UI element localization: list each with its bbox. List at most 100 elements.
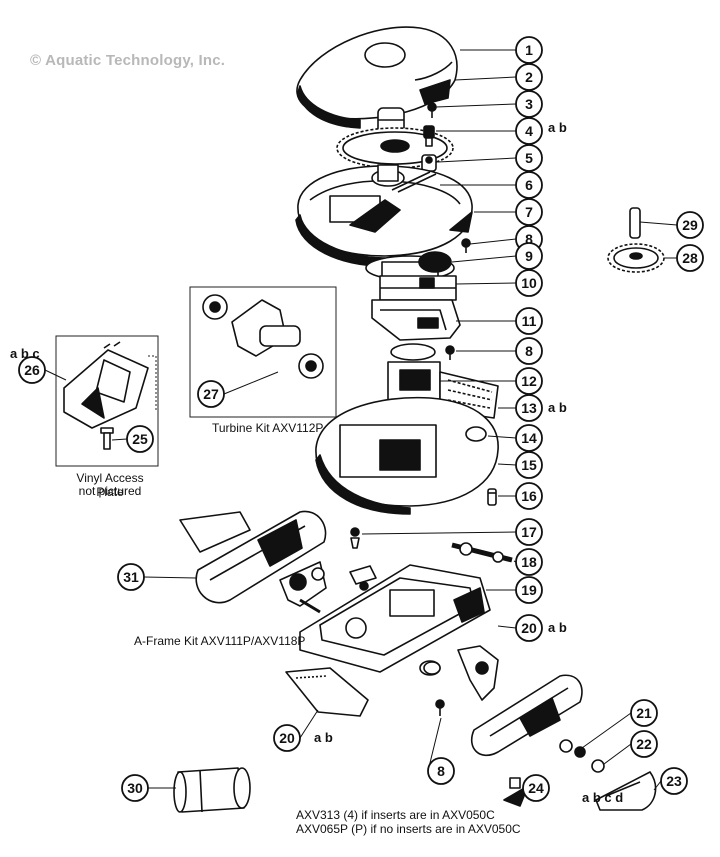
callout-20: 20 (273, 724, 301, 752)
callout-number: 19 (521, 582, 537, 598)
callout-number: 4 (525, 123, 533, 139)
callout-circle (515, 614, 543, 642)
callout-1: 1 (515, 36, 543, 64)
callout-4: 4 (515, 117, 543, 145)
callout-number: 17 (521, 524, 537, 540)
subletters-23: a b c d (582, 790, 623, 805)
callout-circle (515, 307, 543, 335)
pin-part-29 (629, 207, 641, 239)
leader-line-10 (455, 282, 517, 285)
a-frame-kit-caption: A-Frame Kit AXV111P/AXV118P (134, 634, 306, 648)
sub-13: a b (548, 400, 567, 415)
callout-circle (515, 337, 543, 365)
callout-circle (18, 356, 46, 384)
callout-circle (676, 244, 704, 272)
screw-part-17 (350, 527, 360, 549)
callout-number: 2 (525, 69, 533, 85)
leader-line-31 (143, 576, 197, 579)
leader-line-20 (497, 625, 517, 629)
turbine-kit-caption: Turbine Kit AXV112P (212, 421, 324, 435)
vinyl-screw-part (100, 427, 114, 450)
leader-line-26 (44, 369, 67, 381)
callout-circle (522, 774, 550, 802)
callout-circle (660, 767, 688, 795)
subletters-20-right: a b (548, 620, 567, 635)
subletters-20-left: a b (314, 730, 333, 745)
callout-21: 21 (630, 699, 658, 727)
callout-13: 13 (515, 394, 543, 422)
callout-circle (197, 380, 225, 408)
sub-4: a b (548, 120, 567, 135)
callout-17: 17 (515, 518, 543, 546)
callout-12: 12 (515, 367, 543, 395)
callout-number: 8 (437, 763, 445, 779)
leader-line-3 (435, 103, 517, 108)
leader-line-25 (111, 438, 128, 441)
bumper-part (595, 771, 657, 811)
callout-number: 16 (521, 488, 537, 504)
screw-part-8-top (461, 238, 471, 253)
callout-number: 21 (636, 705, 652, 721)
vinyl-caption-line2: not pictured (78, 484, 142, 498)
callout-circle (126, 425, 154, 453)
turbine-kit-parts (202, 294, 324, 379)
screw-part-3 (427, 102, 437, 118)
callout-circle (515, 482, 543, 510)
callout-number: 28 (682, 250, 698, 266)
turbine-bracket-part (371, 299, 461, 341)
leader-line-17 (361, 531, 517, 535)
callout-number: 12 (521, 373, 537, 389)
callout-number: 10 (521, 275, 537, 291)
rear-wedge-part (285, 667, 369, 717)
callout-25: 25 (126, 425, 154, 453)
callout-29: 29 (676, 211, 704, 239)
callout-19: 19 (515, 576, 543, 604)
callout-number: 25 (132, 431, 148, 447)
leader-line-5 (437, 157, 517, 163)
callout-10: 10 (515, 269, 543, 297)
sub-26: a b c (10, 346, 40, 361)
hose-adapter-part (173, 767, 251, 813)
subletters-4: a b (548, 120, 567, 135)
turbine-kit-box (189, 286, 337, 418)
cap-part (591, 759, 605, 773)
leader-line-21 (581, 712, 632, 749)
callout-circle (515, 576, 543, 604)
callout-number: 23 (666, 773, 682, 789)
callout-number: 26 (24, 362, 40, 378)
callout-number: 7 (525, 204, 533, 220)
subletters-13: a b (548, 400, 567, 415)
callout-circle (121, 774, 149, 802)
a-frame-part (279, 561, 327, 614)
callout-number: 8 (525, 343, 533, 359)
callout-number: 9 (525, 248, 533, 264)
turbine-housing-part (379, 275, 457, 301)
callout-circle (273, 724, 301, 752)
axv313-note: AXV313 (4) if inserts are in AXV050C (296, 808, 495, 822)
sub-20-left: a b (314, 730, 333, 745)
callout-circle (515, 367, 543, 395)
callout-9: 9 (515, 242, 543, 270)
callout-number: 6 (525, 177, 533, 193)
callout-23: 23 (660, 767, 688, 795)
chassis-part (299, 564, 491, 676)
callout-20: 20 (515, 614, 543, 642)
gear-part-28 (607, 243, 665, 273)
callout-circle (515, 451, 543, 479)
callout-8: 8 (515, 337, 543, 365)
wheel-fastener-part (559, 739, 586, 758)
callout-24: 24 (522, 774, 550, 802)
track-left-part (179, 510, 327, 604)
vinyl-access-plate-box (55, 335, 159, 467)
leader-line-20 (299, 709, 319, 739)
callout-number: 31 (123, 569, 139, 585)
callout-circle (427, 757, 455, 785)
sub-20-right: a b (548, 620, 567, 635)
callout-26: 26 (18, 356, 46, 384)
axle-pin-part (451, 542, 513, 563)
callout-14: 14 (515, 424, 543, 452)
callout-11: 11 (515, 307, 543, 335)
callout-circle (515, 144, 543, 172)
callout-number: 20 (521, 620, 537, 636)
